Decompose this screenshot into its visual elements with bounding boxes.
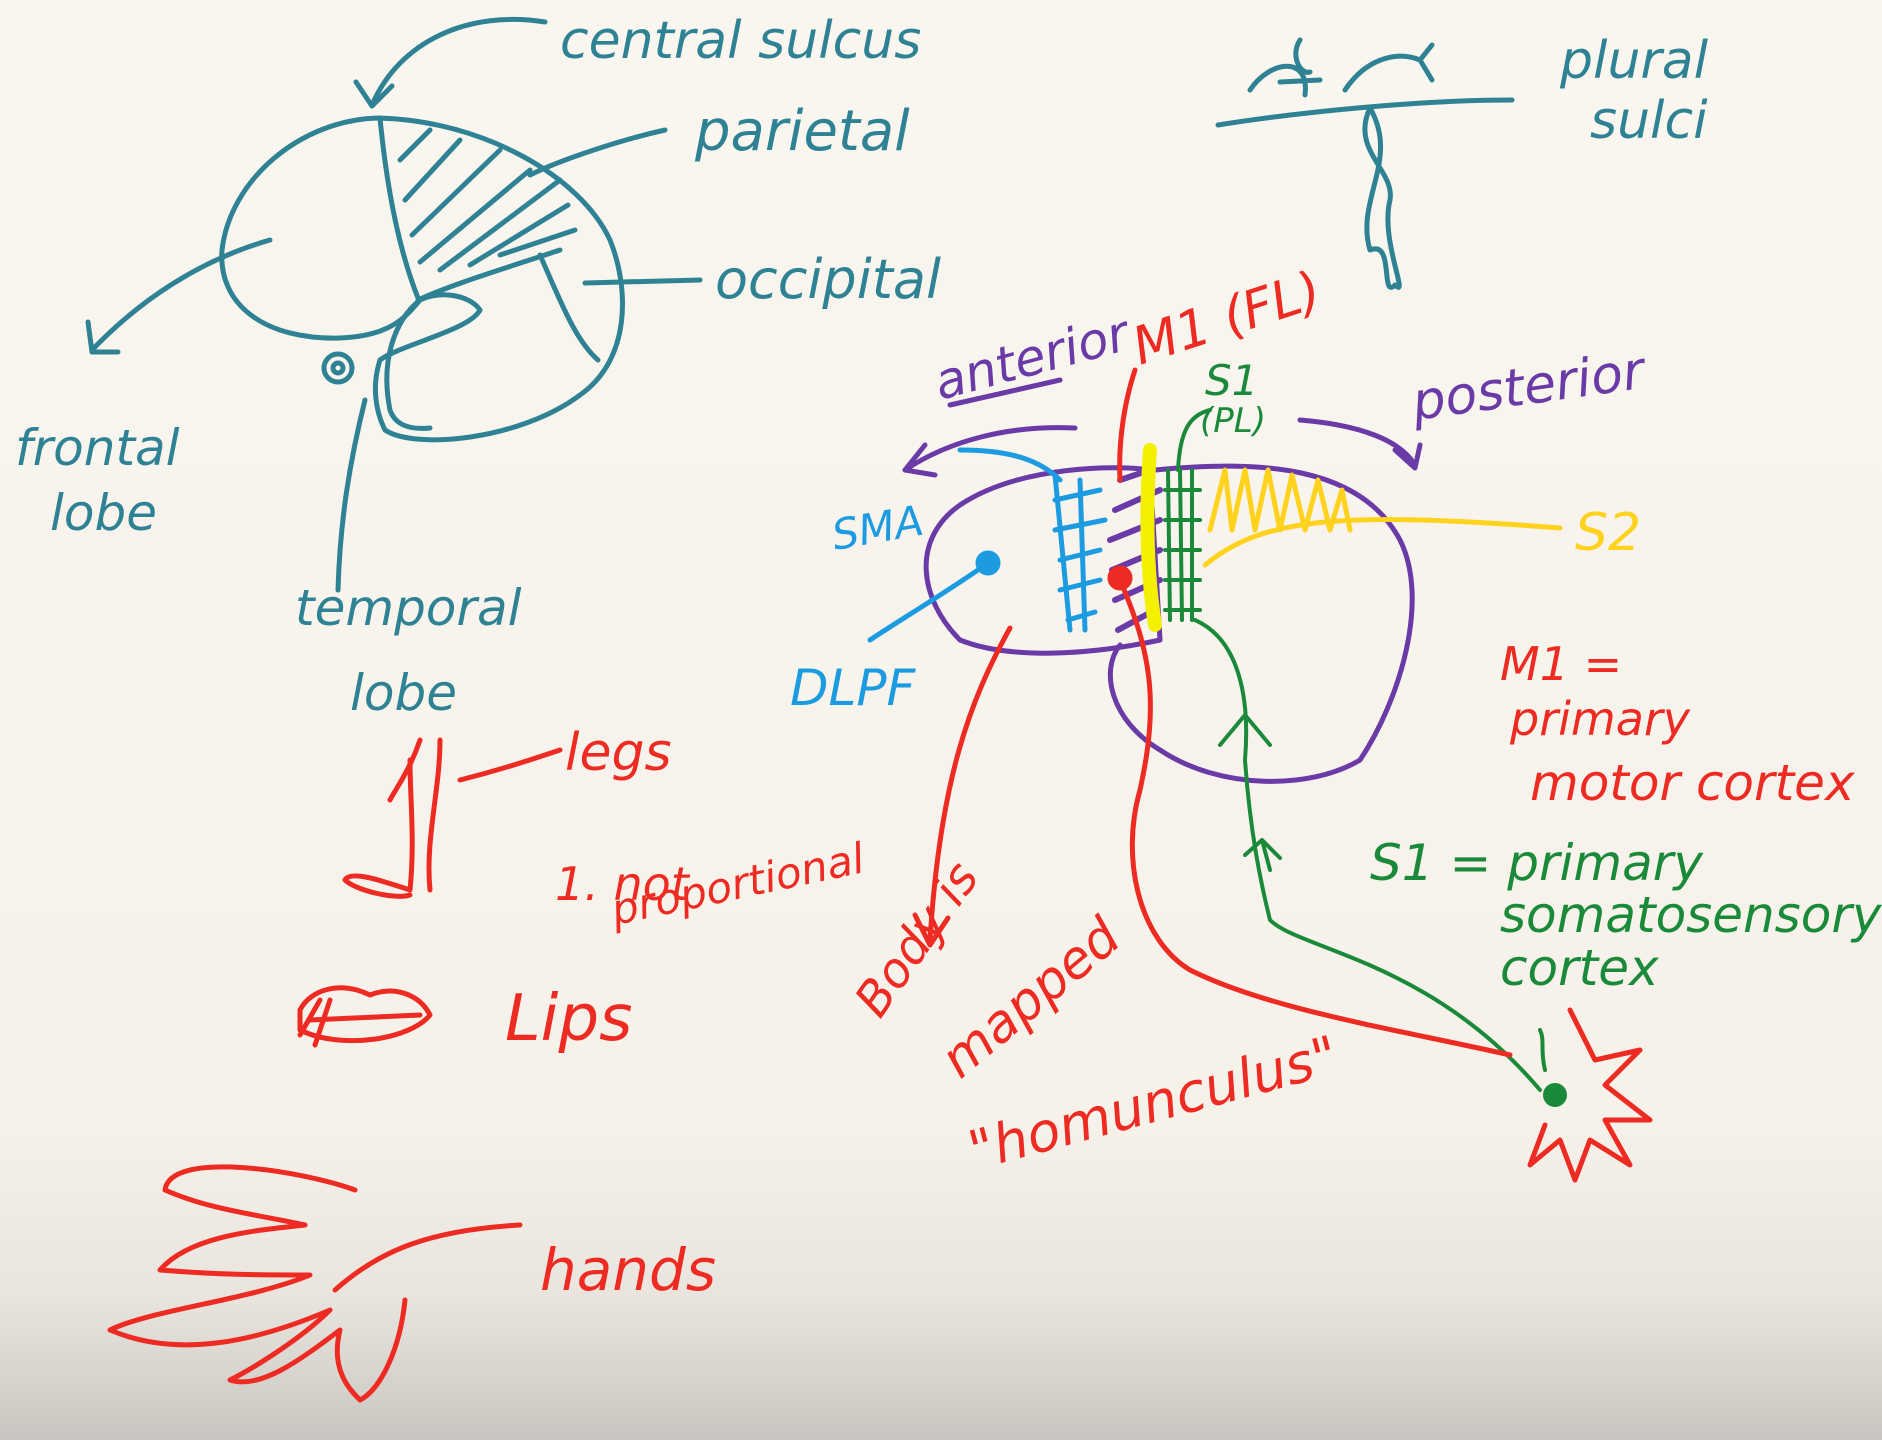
label-not-proportional-2: proportional [606,833,869,935]
brain-outline [222,118,623,440]
label-frontal-1: frontal [15,419,180,477]
label-legs: legs [565,723,672,783]
gyrus-bump [1250,40,1320,95]
label-m1-def-3: motor cortex [1530,754,1855,812]
label-s1-def-3: cortex [1500,939,1659,997]
parietal-hatching [400,130,575,270]
lips-sketch [300,988,430,1045]
label-s1-def-2: somatosensory [1500,886,1882,944]
label-sma: SMA [828,496,927,560]
label-homunculus: "homunculus" [962,1024,1345,1183]
label-dlpf: DLPF [790,659,917,717]
hand-receptor-dot [1545,1085,1565,1105]
label-anterior: anterior [928,303,1138,411]
brain-lateral-sketch [88,19,700,590]
parietal-pointer [530,130,665,175]
label-posterior: posterior [1407,340,1651,433]
label-lips: Lips [505,982,632,1056]
label-plural-2: sulci [1590,91,1708,151]
label-m1-def-1: M1 = [1500,637,1622,691]
frontal-arrow [92,240,270,350]
central-sulcus-strip [1148,450,1155,625]
label-s1: S1 [1205,356,1258,405]
s1-hatching [1165,470,1200,620]
sulci-sketch [1218,40,1512,287]
label-s1-def-1: S1 = primary [1370,834,1704,892]
anterior-arrow [905,428,1075,470]
sensory-arrow [1245,840,1280,870]
label-occipital: occipital [715,248,941,311]
posterior-arrow [1300,420,1415,465]
brainstem-circle [324,354,352,382]
label-body-2: mapped [930,906,1133,1090]
label-temporal-2: lobe [350,664,457,722]
motor-pathway [1120,580,1510,1055]
occipital-pointer [585,280,700,283]
label-parietal: parietal [694,99,910,164]
temporal-lobe-outline [387,300,430,428]
label-s1-pl: (PL) [1200,401,1266,441]
s1-region [1165,410,1565,1105]
labels: central sulcus parietal occipital fronta… [15,11,1882,1304]
label-plural-1: plural [1559,31,1709,91]
central-sulcus-arrow [372,19,545,105]
label-central-sulcus: central sulcus [560,11,921,71]
gyrus-arrow [1345,45,1432,90]
brain-dorsal-sketch [905,380,1420,781]
occipital-boundary [540,255,598,360]
temporal-pointer [338,400,365,590]
label-m1-def-2: primary [1509,692,1691,746]
premotor-hatching [1055,475,1105,630]
label-s2: S2 [1575,503,1641,563]
label-hands: hands [540,1236,716,1304]
hand-outline-sketch [110,1167,520,1400]
m1-pointer [1120,370,1135,480]
label-temporal-1: temporal [295,579,522,637]
leg-sketch [345,740,560,896]
s2-region [1205,470,1560,565]
label-frontal-2: lobe [50,484,157,542]
